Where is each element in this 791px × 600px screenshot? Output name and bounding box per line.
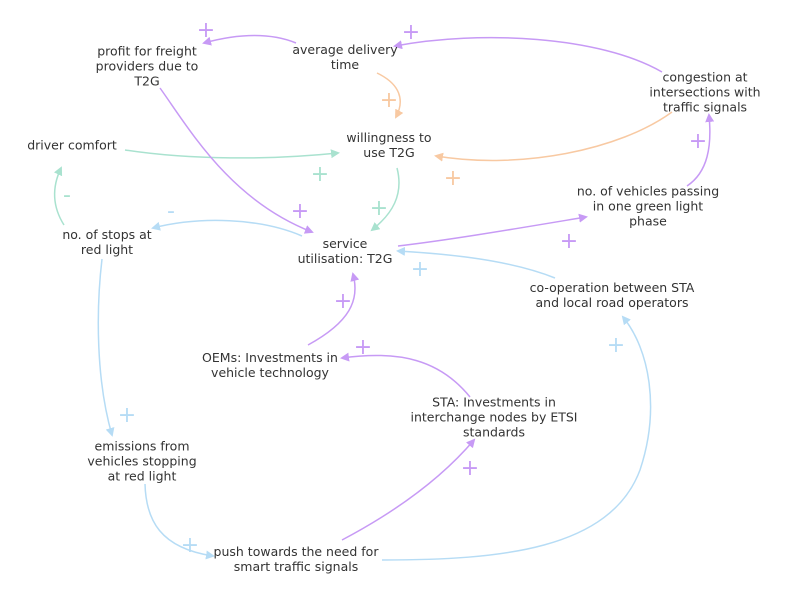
polarity-profit-to-service: + bbox=[290, 199, 310, 224]
polarity-stops-to-emissions: + bbox=[117, 403, 137, 428]
link-stops-to-emissions bbox=[97, 258, 115, 437]
polarity-avg-time-to-willingness: + bbox=[379, 88, 399, 113]
link-push-to-cooperation bbox=[381, 315, 652, 561]
polarity-vehicles-to-congestion: + bbox=[688, 129, 708, 154]
link-willingness-to-service bbox=[370, 167, 400, 232]
link-avg-time-to-profit bbox=[202, 34, 297, 46]
polarity-sta-to-oems: + bbox=[353, 335, 373, 360]
polarity-push-to-cooperation: + bbox=[606, 333, 626, 358]
link-profit-to-service bbox=[159, 87, 314, 234]
polarity-congestion-to-avg-time: + bbox=[401, 20, 421, 45]
link-cooperation-to-service bbox=[396, 246, 556, 279]
polarity-comfort-to-willingness: + bbox=[310, 162, 330, 187]
link-comfort-to-willingness bbox=[124, 149, 340, 159]
link-vehicles-to-congestion bbox=[686, 113, 715, 187]
link-congestion-to-willingness bbox=[434, 111, 673, 162]
link-avg-time-to-willingness bbox=[376, 72, 404, 119]
link-emissions-to-push bbox=[144, 483, 215, 560]
link-service-to-vehicles bbox=[397, 213, 588, 247]
polarity-willingness-to-service: + bbox=[369, 196, 389, 221]
polarity-emissions-to-push: + bbox=[180, 533, 200, 558]
link-service-to-stops bbox=[151, 219, 303, 237]
polarity-avg-time-to-profit: + bbox=[196, 18, 216, 43]
polarity-service-to-vehicles: + bbox=[559, 229, 579, 254]
polarity-push-to-sta: + bbox=[460, 456, 480, 481]
polarity-oems-to-service: + bbox=[333, 289, 353, 314]
node-driver-comfort: driver comfort bbox=[27, 137, 117, 153]
link-sta-to-oems bbox=[340, 352, 471, 398]
polarity-congestion-to-willingness: + bbox=[443, 166, 463, 191]
link-congestion-to-avg-time bbox=[393, 36, 663, 73]
link-stops-to-comfort bbox=[53, 166, 65, 226]
link-push-to-sta bbox=[341, 438, 476, 541]
polarity-cooperation-to-service: + bbox=[410, 257, 430, 282]
link-oems-to-service bbox=[307, 272, 360, 346]
polarity-stops-to-comfort: - bbox=[63, 183, 71, 208]
polarity-service-to-stops: - bbox=[167, 199, 175, 224]
